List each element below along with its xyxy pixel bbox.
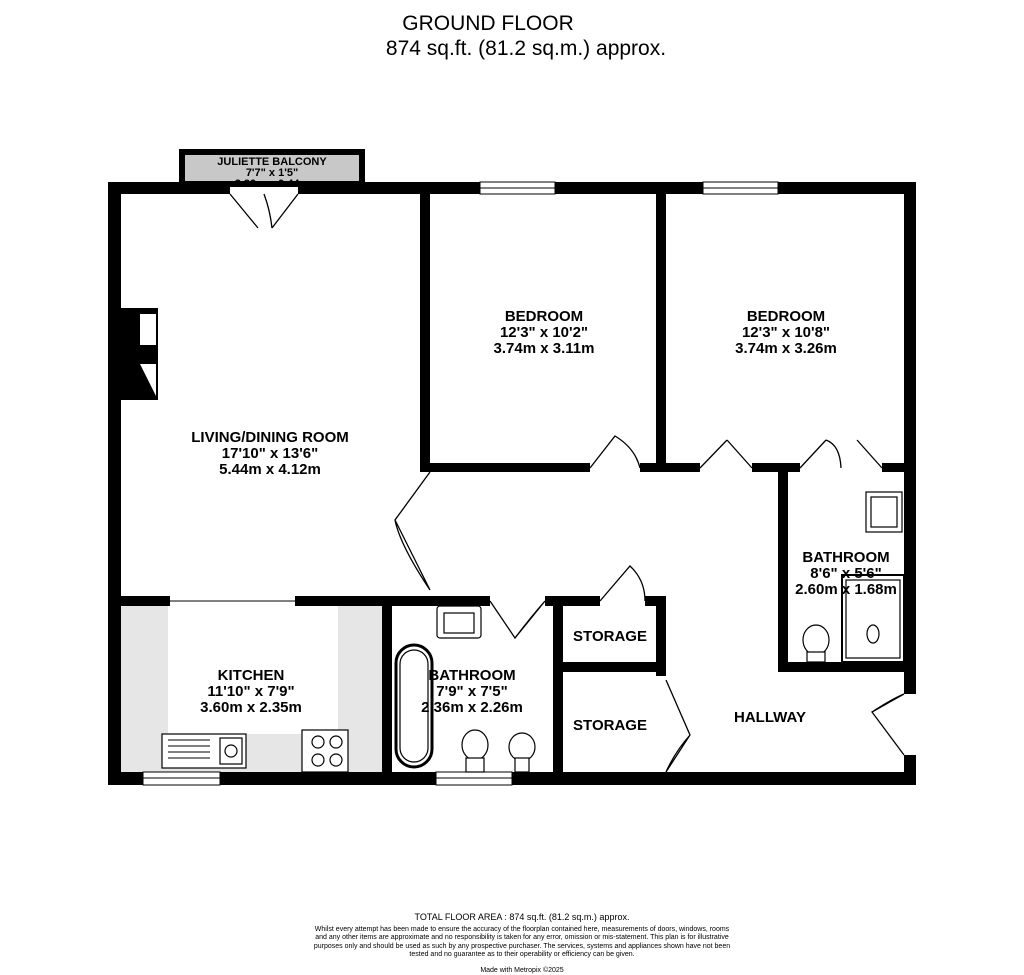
- balcony-metric: 2.30m x 0.44m: [235, 178, 310, 190]
- toilet-icon: [461, 729, 489, 761]
- juliette-balcony: [179, 149, 365, 187]
- bathroom-right-metric: 2.60m x 1.68m: [795, 581, 897, 598]
- hob-icon: [301, 729, 349, 773]
- bathroom-main-name: BATHROOM: [428, 667, 515, 684]
- kitchen-metric: 3.60m x 2.35m: [200, 699, 302, 716]
- fixtures: [161, 491, 905, 773]
- kitchen-name: KITCHEN: [218, 667, 285, 684]
- doors: [229, 193, 905, 773]
- bedroom1-name: BEDROOM: [505, 308, 583, 325]
- living-imperial: 17'10" x 13'6": [222, 445, 318, 462]
- living-metric: 5.44m x 4.12m: [219, 461, 321, 478]
- storage2-name: STORAGE: [573, 717, 647, 734]
- kitchen-imperial: 11'10" x 7'9": [207, 683, 294, 700]
- bathroom-main-metric: 2.36m x 2.26m: [421, 699, 523, 716]
- storage1-name: STORAGE: [573, 628, 647, 645]
- bidet-icon: [508, 732, 536, 762]
- balcony-name: JULIETTE BALCONY: [217, 156, 327, 168]
- made-with: Made with Metropix ©2025: [480, 967, 564, 974]
- bedroom1-imperial: 12'3" x 10'2": [500, 324, 588, 341]
- bathroom-right-imperial: 8'6" x 5'6": [810, 565, 881, 582]
- total-floor-area: TOTAL FLOOR AREA : 874 sq.ft. (81.2 sq.m…: [414, 912, 630, 922]
- hallway-name: HALLWAY: [734, 709, 806, 726]
- balcony-imperial: 7'7" x 1'5": [246, 167, 298, 179]
- bathroom-main-imperial: 7'9" x 7'5": [436, 683, 507, 700]
- bedroom2-imperial: 12'3" x 10'8": [742, 324, 830, 341]
- disclaimer: Whilst every attempt has been made to en…: [313, 926, 731, 958]
- floor-area: 874 sq.ft. (81.2 sq.m.) approx.: [385, 37, 667, 60]
- bedroom2-name: BEDROOM: [747, 308, 825, 325]
- floor-title: GROUND FLOOR: [402, 12, 574, 35]
- bathroom-right-name: BATHROOM: [802, 549, 889, 566]
- toilet-icon: [802, 624, 830, 656]
- bedroom1-metric: 3.74m x 3.11m: [494, 340, 595, 357]
- bedroom2-metric: 3.74m x 3.26m: [735, 340, 837, 357]
- windows: [142, 181, 779, 786]
- living-name: LIVING/DINING ROOM: [191, 429, 349, 446]
